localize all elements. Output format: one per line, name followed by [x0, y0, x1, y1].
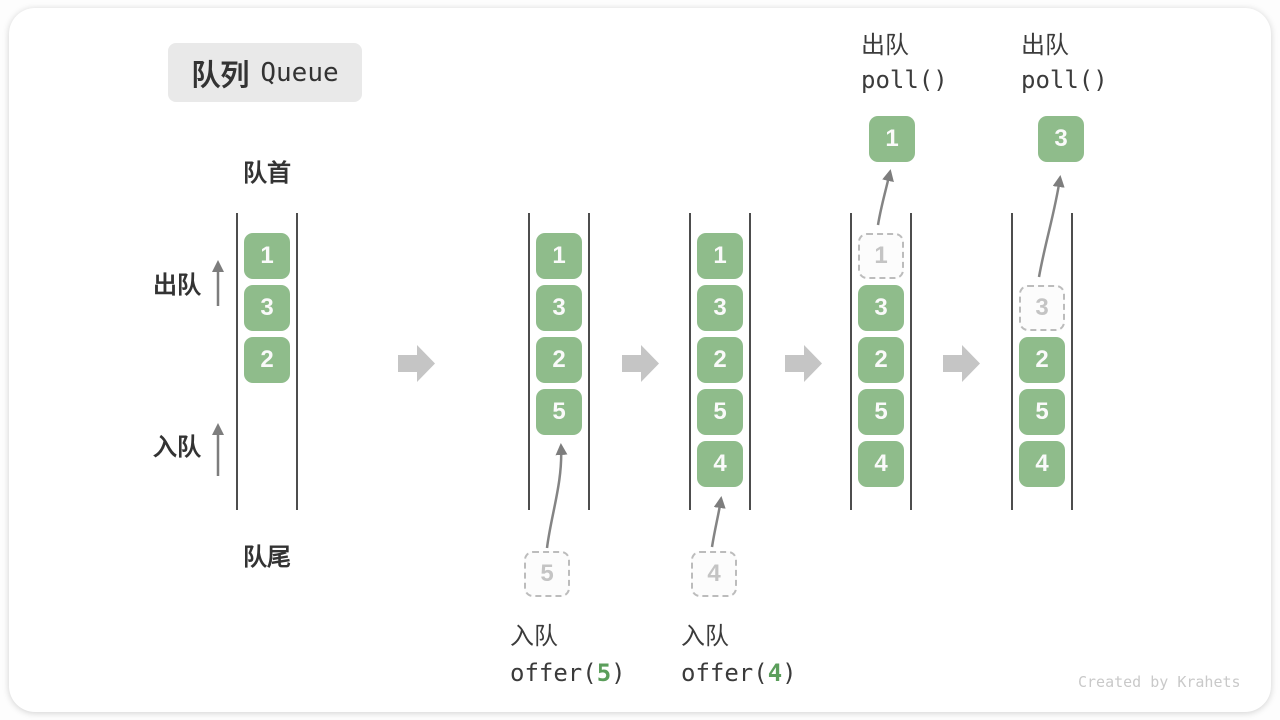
queue-item: 3 [697, 285, 743, 331]
op-code: offer(5) [510, 655, 626, 692]
queue-item: 2 [858, 337, 904, 383]
label-dequeue-side: 出队 [153, 272, 201, 299]
queue-item: 5 [697, 389, 743, 435]
queue-item: 3 [244, 285, 290, 331]
column-wall-right [749, 213, 751, 510]
pending-enqueue-item: 5 [524, 551, 570, 597]
column-wall-right [296, 213, 298, 510]
queue-state-3: 1 3 2 5 4 [689, 213, 751, 510]
poll-operation-label: 出队 poll() [1021, 28, 1108, 98]
offer-operation-label: 入队 offer(4) [681, 618, 797, 692]
column-wall-right [1071, 213, 1073, 510]
label-enqueue-side: 入队 [153, 434, 201, 461]
queue-item: 5 [1019, 389, 1065, 435]
queue-state-1: 1 3 2 [236, 213, 298, 510]
queue-item: 4 [1019, 441, 1065, 487]
queue-item: 2 [1019, 337, 1065, 383]
title-en: Queue [260, 57, 339, 88]
polled-item: 1 [869, 116, 915, 162]
polled-item: 3 [1038, 116, 1084, 162]
queue-item: 4 [697, 441, 743, 487]
queue-item: 5 [536, 389, 582, 435]
removed-item-ghost: 3 [1019, 285, 1065, 331]
queue-item: 4 [858, 441, 904, 487]
poll-operation-label: 出队 poll() [861, 28, 948, 98]
op-zh: 入队 [510, 623, 558, 650]
code-arg: 5 [596, 659, 612, 687]
column-wall-right [910, 213, 912, 510]
column-wall-right [588, 213, 590, 510]
pending-enqueue-item: 4 [691, 551, 737, 597]
code-post: ) [782, 659, 797, 687]
queue-item: 1 [244, 233, 290, 279]
code-post: ) [611, 659, 626, 687]
code-arg: 4 [767, 659, 783, 687]
op-zh: 出队 [861, 32, 909, 59]
watermark: Created by Krahets [1078, 673, 1241, 691]
queue-state-4: 1 3 2 5 4 [850, 213, 912, 510]
column-wall-left [528, 213, 530, 510]
column-wall-left [850, 213, 852, 510]
column-wall-left [1011, 213, 1013, 510]
label-queue-front: 队首 [243, 160, 291, 187]
op-zh: 入队 [681, 623, 729, 650]
column-wall-left [689, 213, 691, 510]
queue-item: 1 [697, 233, 743, 279]
queue-state-5: 3 2 5 4 [1011, 213, 1073, 510]
title-badge: 队列 Queue [168, 43, 362, 102]
queue-state-2: 1 3 2 5 [528, 213, 590, 510]
column-wall-left [236, 213, 238, 510]
op-code: poll() [861, 66, 948, 94]
code-pre: offer( [681, 659, 768, 687]
queue-item: 1 [536, 233, 582, 279]
removed-item-ghost: 1 [858, 233, 904, 279]
op-code: offer(4) [681, 655, 797, 692]
title-zh: 队列 [191, 59, 250, 92]
offer-operation-label: 入队 offer(5) [510, 618, 626, 692]
code-pre: offer( [510, 659, 597, 687]
op-zh: 出队 [1021, 32, 1069, 59]
queue-item: 2 [244, 337, 290, 383]
card-background [9, 8, 1271, 712]
op-code: poll() [1021, 66, 1108, 94]
queue-item: 2 [536, 337, 582, 383]
queue-item: 3 [858, 285, 904, 331]
label-queue-rear: 队尾 [243, 544, 291, 571]
queue-item: 5 [858, 389, 904, 435]
queue-item: 3 [536, 285, 582, 331]
queue-item: 2 [697, 337, 743, 383]
